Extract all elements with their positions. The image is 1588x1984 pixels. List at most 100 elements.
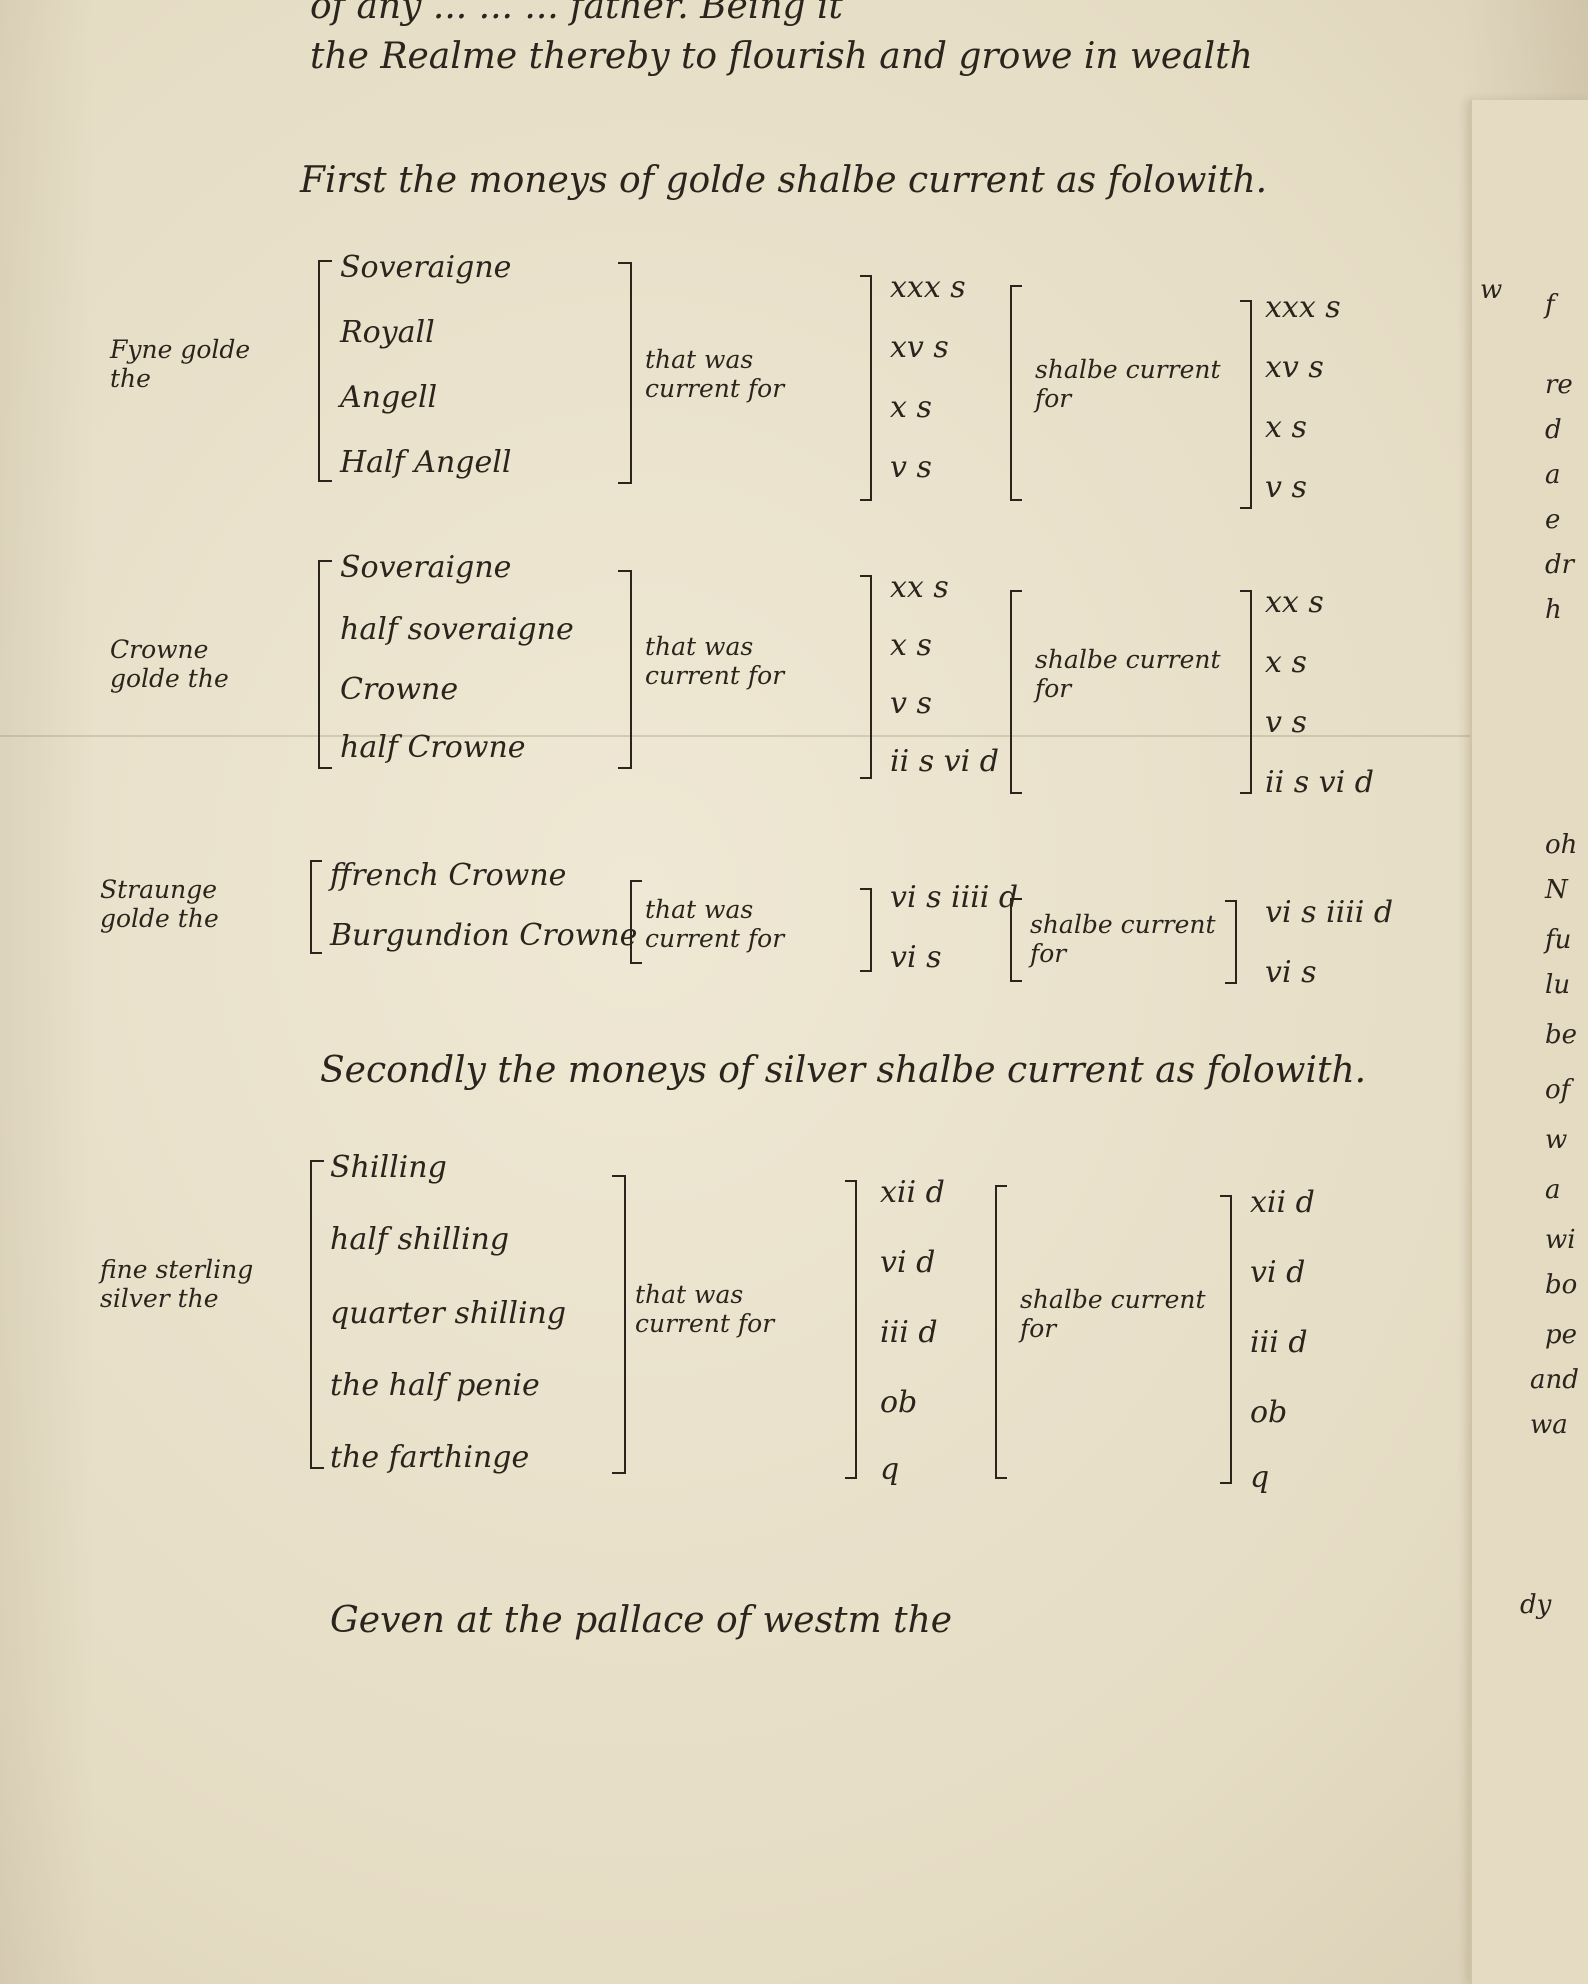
shall-value: xxx s [1265,290,1341,325]
fold-line [0,735,1588,737]
coin-name: half soveraigne [340,612,574,647]
was-label: that was current for [645,345,785,403]
margin-fragment: a [1545,460,1561,490]
margin-fragment: d [1545,415,1562,445]
shall-value: v s [1265,470,1307,505]
margin-fragment: fu [1545,925,1572,955]
margin-fragment: wa [1530,1410,1568,1440]
margin-fragment: of [1545,1075,1571,1105]
was-value: ob [880,1385,918,1420]
margin-fragment: e [1545,505,1561,535]
shall-label: shalbe current for [1035,355,1221,413]
top-line-1: of any ... ... ... father. Being it [310,0,844,27]
shall-value: x s [1265,410,1307,445]
bracket [860,275,872,501]
top-line-2: the Realme thereby to flourish and growe… [310,36,1253,77]
was-value: xv s [890,330,949,365]
was-value: vi s [890,940,942,975]
coin-name: Soveraigne [340,250,512,285]
margin-fragment: and [1530,1365,1579,1395]
bracket [1225,900,1237,984]
was-value: xxx s [890,270,966,305]
shall-value: xii d [1250,1185,1315,1220]
bracket [310,1160,324,1469]
shall-value: ob [1250,1395,1288,1430]
bracket [1010,898,1022,982]
group-label: Crowne golde the [110,635,229,693]
was-value: x s [890,628,932,663]
group-label: fine sterling silver the [100,1255,254,1313]
coin-name: Soveraigne [340,550,512,585]
bracket [318,260,332,482]
was-label: that was current for [645,895,785,953]
was-value: x s [890,390,932,425]
margin-fragment: dr [1545,550,1575,580]
margin-fragment: N [1545,875,1568,905]
margin-fragment: pe [1545,1320,1578,1350]
coin-name: the farthinge [330,1440,530,1475]
shall-value: vi s [1265,955,1317,990]
group-label: Straunge golde the [100,875,219,933]
was-value: xx s [890,570,949,605]
bracket [618,570,632,769]
coin-name: the half penie [330,1368,540,1403]
was-value: ii s vi d [890,744,999,779]
coin-name: Crowne [340,672,459,707]
bracket [1010,285,1022,501]
coin-name: half shilling [330,1222,510,1257]
margin-fragment: h [1545,595,1562,625]
margin-fragment: a [1545,1175,1561,1205]
bracket [618,262,632,484]
coin-name: quarter shilling [330,1296,567,1331]
shall-value: iii d [1250,1325,1308,1360]
shall-value: vi d [1250,1255,1306,1290]
coin-name: Burgundion Crowne [330,918,638,953]
heading-silver: Secondly the moneys of silver shalbe cur… [320,1050,1367,1091]
bracket [995,1185,1007,1479]
shall-value: xx s [1265,585,1324,620]
margin-fragment: dy [1520,1590,1552,1620]
margin-fragment: wi [1545,1225,1576,1255]
margin-fragment: bo [1545,1270,1578,1300]
bracket [310,860,322,954]
margin-fragment: be [1545,1020,1578,1050]
shall-value: ii s vi d [1265,765,1374,800]
group-label: Fyne golde the [110,335,251,393]
bracket [318,560,332,769]
adjacent-sheet [1470,100,1588,1984]
was-value: v s [890,686,932,721]
was-label: that was current for [635,1280,775,1338]
bracket [860,888,872,972]
was-value: xii d [880,1175,945,1210]
coin-name: Royall [340,315,435,350]
shall-value: v s [1265,705,1307,740]
was-value: vi d [880,1245,936,1280]
coin-name: Angell [340,380,438,415]
shall-label: shalbe current for [1020,1285,1206,1343]
shall-label: shalbe current for [1035,645,1221,703]
bracket [1240,300,1252,509]
margin-fragment: re [1545,370,1573,400]
margin-fragment: lu [1545,970,1571,1000]
coin-name: half Crowne [340,730,526,765]
was-value: iii d [880,1315,938,1350]
was-value: vi s iiii d [890,880,1019,915]
closing-line: Geven at the pallace of westm the [330,1600,953,1641]
was-value: q [880,1452,900,1487]
shall-value: q [1250,1460,1270,1495]
coin-name: Half Angell [340,445,512,480]
shall-value: vi s iiii d [1265,895,1394,930]
bracket [1220,1195,1232,1484]
heading-gold: First the moneys of golde shalbe current… [300,160,1268,201]
margin-fragment: w [1545,1125,1568,1155]
margin-fragment: oh [1545,830,1578,860]
coin-name: ffrench Crowne [330,858,567,893]
bracket [612,1175,626,1474]
was-label: that was current for [645,632,785,690]
margin-fragment: f [1545,290,1555,320]
bracket [860,575,872,779]
bracket [630,880,642,964]
coin-name: Shilling [330,1150,447,1185]
shall-value: x s [1265,645,1307,680]
